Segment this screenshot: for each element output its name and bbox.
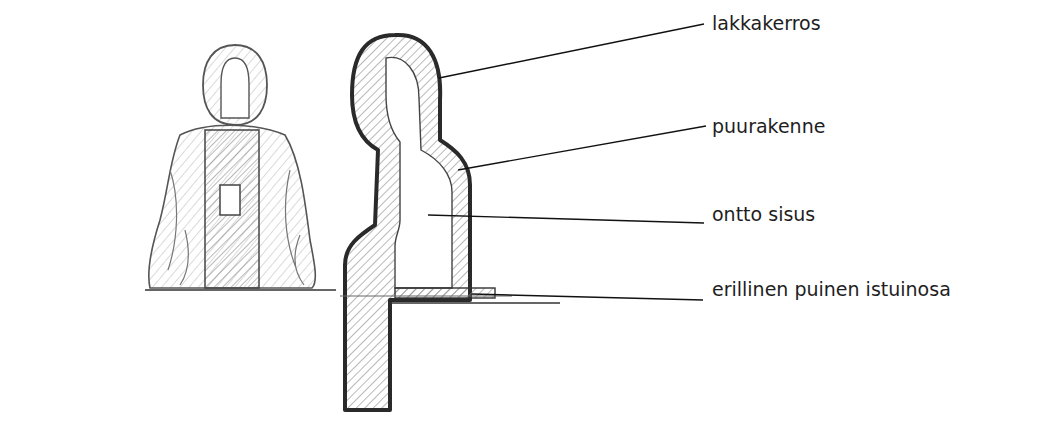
part-label: erillinen puinen istuinosa bbox=[712, 278, 951, 300]
leader-line bbox=[458, 126, 706, 170]
part-label: lakkakerros bbox=[712, 12, 821, 34]
back-body bbox=[149, 125, 316, 288]
lacquer-outline bbox=[345, 35, 470, 410]
part-label: ontto sisus bbox=[712, 203, 815, 225]
section-line bbox=[340, 296, 512, 297]
robe-folds bbox=[168, 170, 304, 285]
leader-lines bbox=[428, 24, 706, 300]
part-label: puurakenne bbox=[712, 115, 825, 137]
leader-line bbox=[472, 294, 703, 300]
ground-line bbox=[145, 289, 336, 291]
back-head-inner bbox=[221, 58, 249, 118]
base-line bbox=[390, 302, 560, 303]
leader-line bbox=[428, 215, 704, 223]
leader-line bbox=[439, 24, 704, 78]
back-opening bbox=[220, 185, 240, 215]
back-head bbox=[203, 45, 267, 125]
cross-section bbox=[340, 35, 560, 410]
hollow-interior bbox=[386, 57, 452, 288]
back-view bbox=[145, 45, 336, 290]
back-panel bbox=[205, 130, 259, 288]
